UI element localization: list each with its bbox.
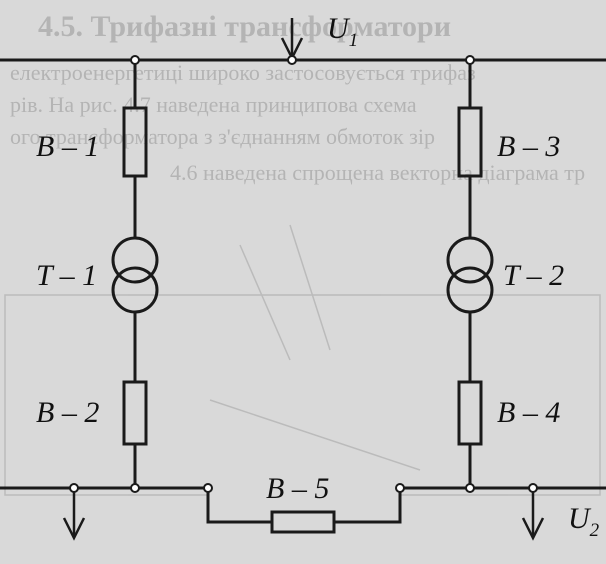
background-line-1: електроенергетиці широко застосовується … [10,60,476,85]
breaker-b5 [270,510,336,534]
u1-label: U1 [327,12,358,51]
label-b4: B – 4 [497,396,560,429]
u2-label: U2 [568,502,600,541]
bus-break-gap [208,480,400,496]
breaker-b4 [457,380,483,446]
transformer-t2-coil-lower [446,266,494,314]
junction-u2-right [528,483,538,493]
junction-u2-left [69,483,79,493]
junction-u1 [287,55,297,65]
junction-top-right [465,55,475,65]
u2-left-arrow-icon [62,490,86,541]
junction-top-left [130,55,140,65]
background-line-4: 4.6 наведена спрощена векторна діаграма … [170,160,585,185]
background-line-2: рів. На рис. 4.7 наведена принципова схе… [10,92,417,117]
background-heading: 4.5. Трифазні трансформатори [38,10,451,43]
label-b1: B – 1 [36,130,99,163]
junction-b5-right [395,483,405,493]
transformer-t1-coil-lower [111,266,159,314]
label-b3: B – 3 [497,130,560,163]
label-b2: B – 2 [36,396,99,429]
junction-b5-left [203,483,213,493]
transformer-t1-coil-upper [111,236,159,284]
background-frame [4,294,601,496]
transformer-t2-coil-upper [446,236,494,284]
background-vector-1 [239,244,291,361]
background-show-through: 4.5. Трифазні трансформатори електроенер… [4,10,601,496]
junction-bottom-left [130,483,140,493]
background-vector-3 [209,399,421,471]
breaker-b2 [122,380,148,446]
u2-right-arrow-icon [521,490,545,541]
label-t1: T – 1 [36,259,97,292]
label-t2: T – 2 [503,259,564,292]
background-line-3: ого трансформатора з з'єднанням обмоток … [10,124,435,149]
label-b5: B – 5 [266,472,329,505]
background-vector-2 [289,224,331,351]
junction-bottom-right [465,483,475,493]
